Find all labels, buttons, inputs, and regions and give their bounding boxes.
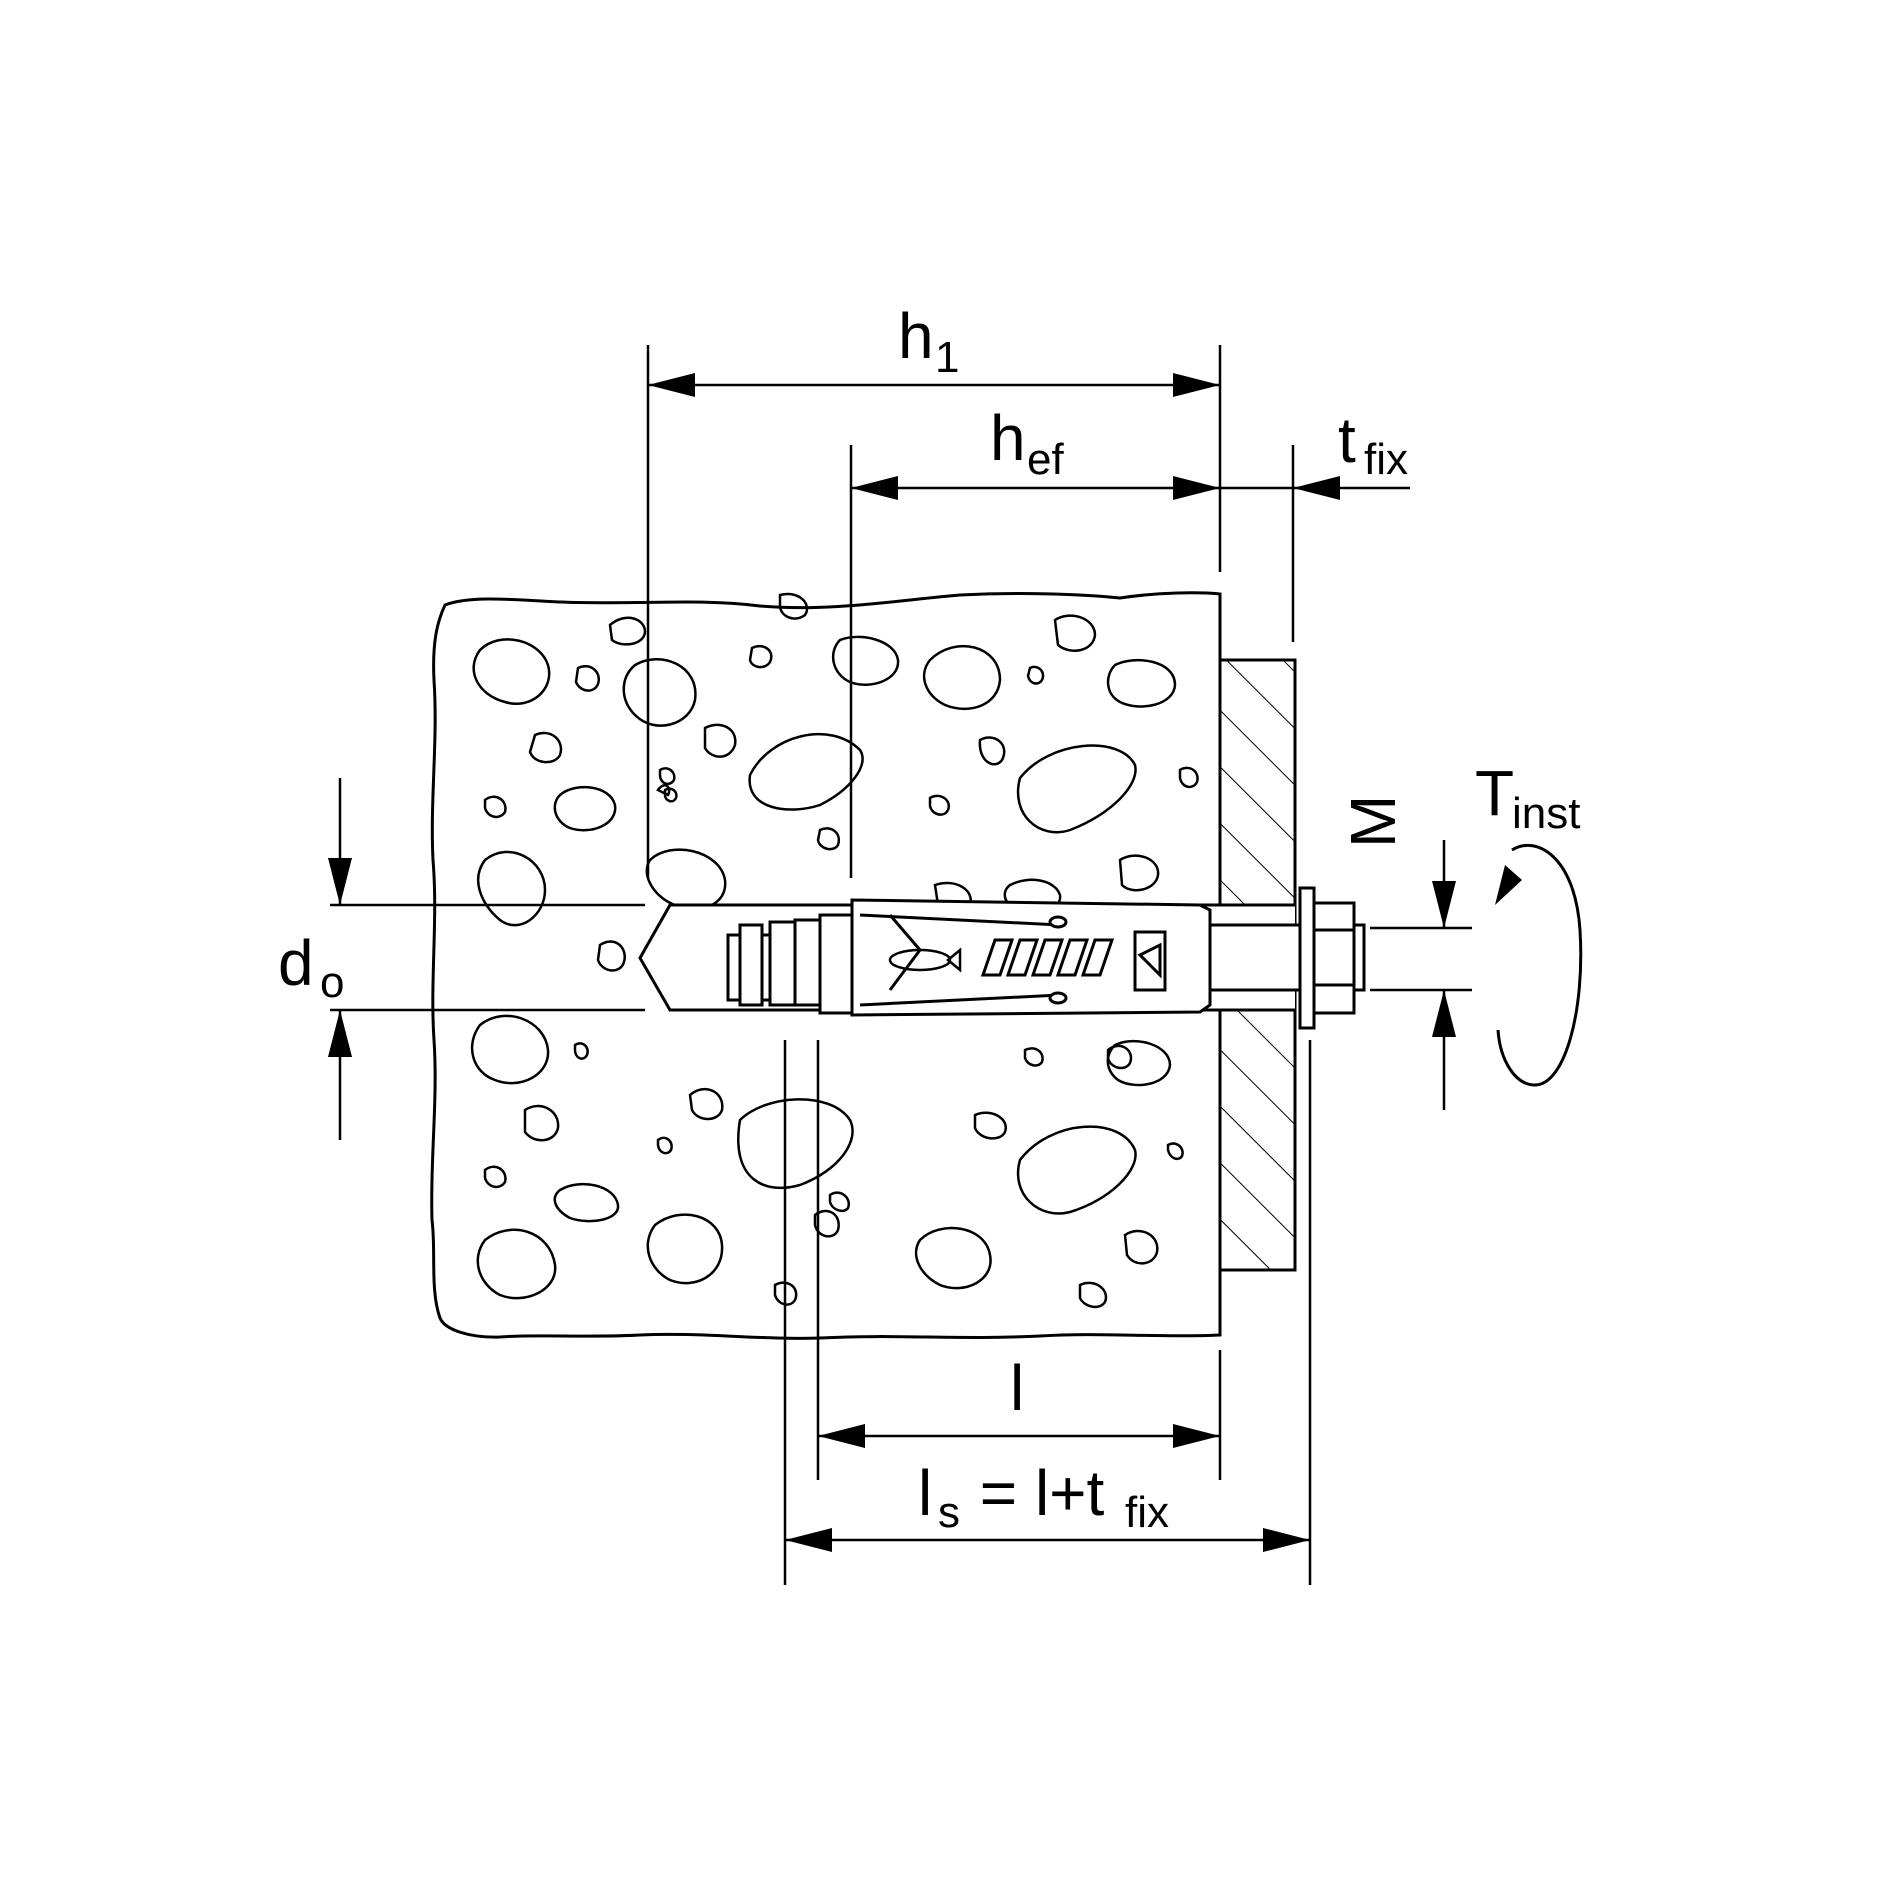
hef-label-sub: ef xyxy=(1027,435,1064,484)
fish-logo-icon xyxy=(888,947,962,973)
l-label: l xyxy=(1010,1352,1024,1424)
h1-label-main: h xyxy=(898,300,934,372)
do-label-sub: o xyxy=(320,958,344,1007)
tfix-label-sub: fix xyxy=(1364,435,1408,484)
h1-label-sub: 1 xyxy=(935,333,959,382)
ls-label-sub: s xyxy=(938,1488,960,1537)
do-label-main: d xyxy=(278,927,314,999)
aggregate-stones xyxy=(470,592,1199,1309)
tinst-label-main: T xyxy=(1475,757,1514,829)
rotation-arrow-icon xyxy=(1495,843,1583,1087)
arrowhead-icon xyxy=(328,373,1456,1552)
m-label: M xyxy=(1337,795,1409,848)
extension-lines xyxy=(330,345,1472,1585)
ls-label-main: l xyxy=(918,1457,932,1529)
hef-label-main: h xyxy=(990,402,1026,474)
tinst-label-sub: inst xyxy=(1512,789,1580,838)
ls-label-sub2: fix xyxy=(1125,1488,1169,1537)
anchor xyxy=(726,886,1366,1030)
ls-label-eq: = l+t xyxy=(962,1457,1105,1529)
tfix-label-main: t xyxy=(1338,404,1356,476)
